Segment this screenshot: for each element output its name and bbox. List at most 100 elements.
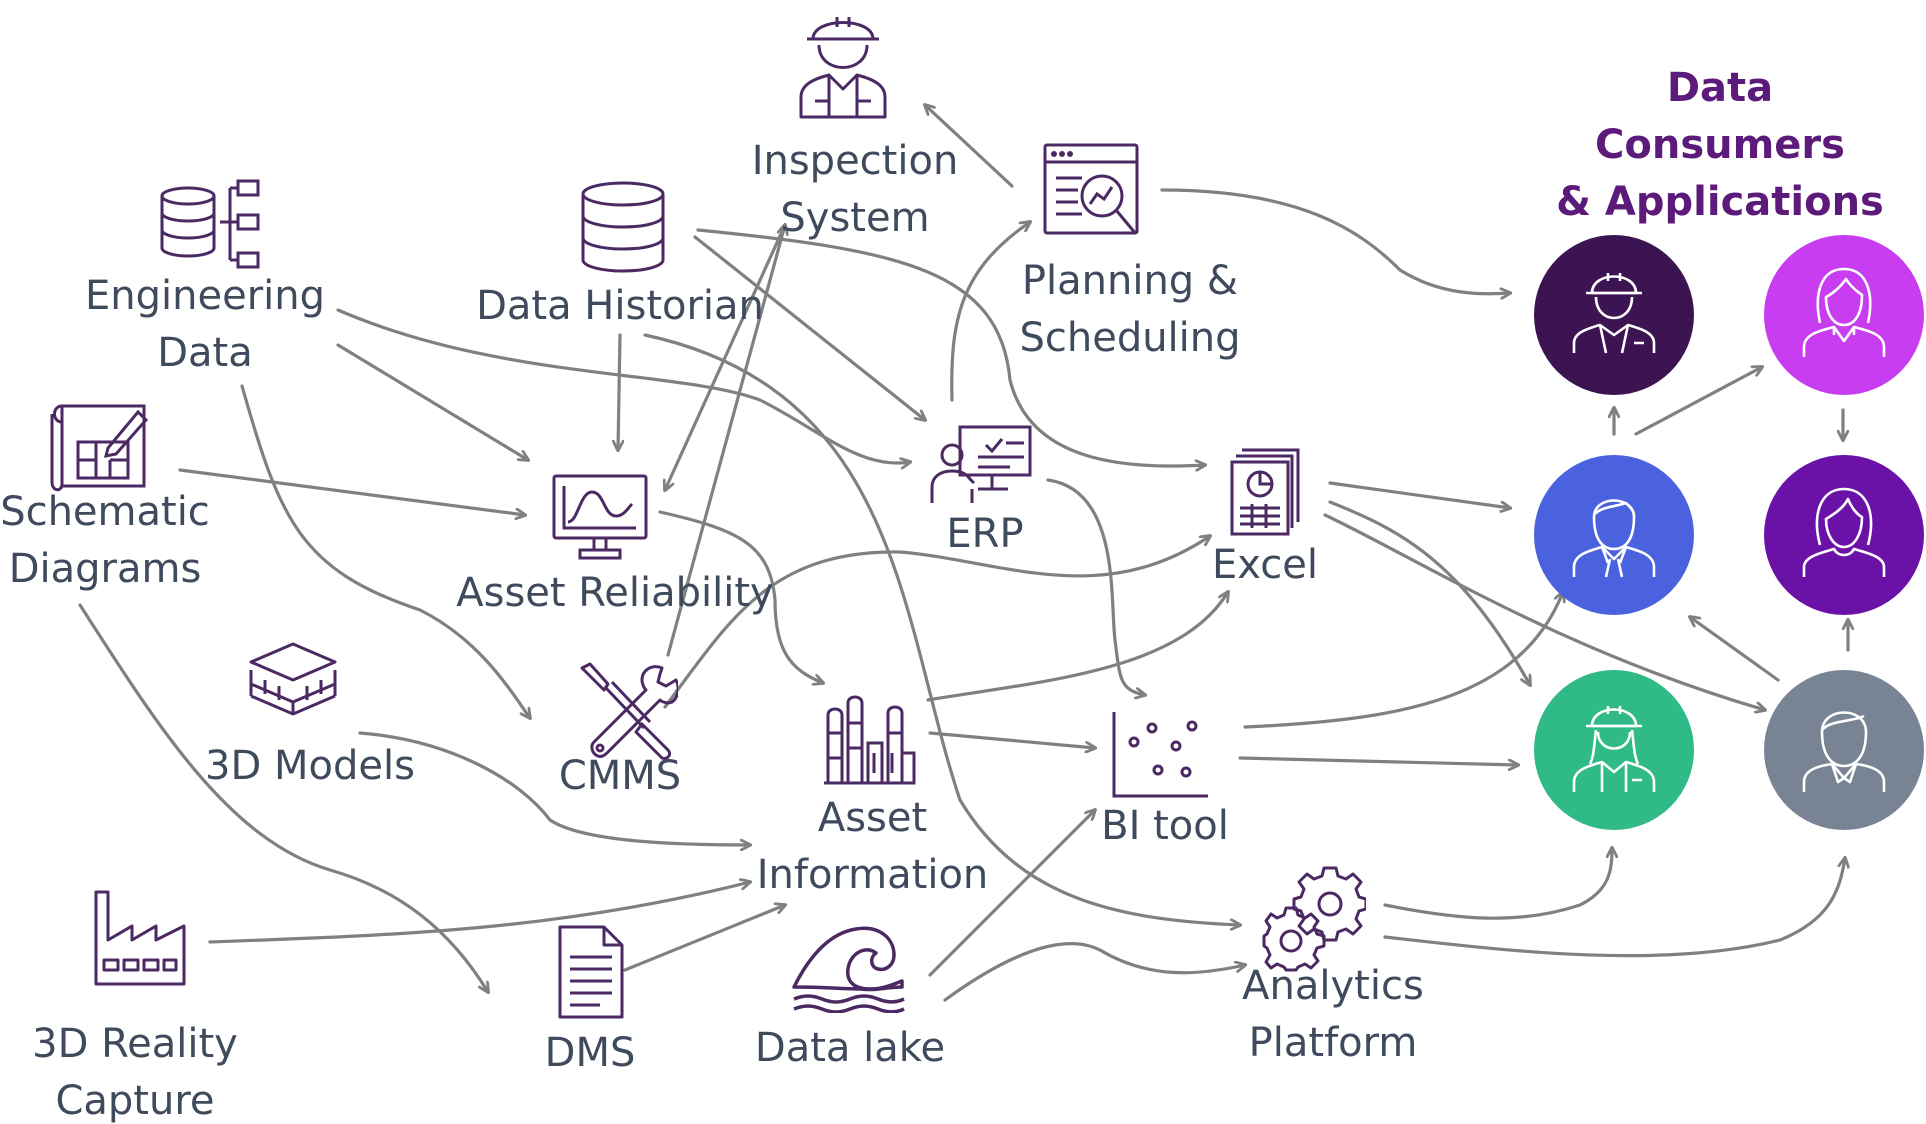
consumer-man-gray-circle [1764, 670, 1924, 830]
asset-information-line-1: Asset [817, 795, 928, 841]
arrow-historian-to-analytics [643, 333, 1240, 925]
arrow-excel-to-gray [1323, 513, 1765, 710]
data-historian-label: Data Historian [470, 278, 770, 335]
arrow-asset-info-to-bi [928, 731, 1095, 748]
analytics-platform-label: Analytics Platform [1218, 958, 1448, 1072]
document-icon [558, 925, 624, 1019]
planning-scheduling-line-2: Scheduling [1019, 315, 1241, 361]
asset-reliability-line-1: Asset Reliability [456, 570, 774, 616]
arrow-gray-to-blue [1690, 617, 1780, 682]
man-avatar-icon [1802, 711, 1886, 792]
3d-models-label: 3D Models [190, 738, 430, 795]
erp-line-1: ERP [946, 511, 1024, 557]
arrow-blue-to-magenta [1634, 367, 1762, 436]
reality-capture-label: 3D Reality Capture [15, 1016, 255, 1124]
asset-reliability-label: Asset Reliability [455, 565, 775, 622]
wave-icon [792, 926, 905, 1013]
asset-information-label: Asset Information [750, 790, 995, 904]
arrow-engineering-to-asset-reliability [336, 343, 528, 460]
arrow-erp-to-planning [950, 222, 1030, 402]
arrow-historian-to-asset-reliability [618, 333, 620, 450]
arrow-planning-to-consumer [1160, 188, 1510, 294]
blueprint-icon [50, 404, 149, 492]
arrow-engineering-to-erp [336, 308, 910, 463]
woman-avatar-icon [1802, 487, 1886, 577]
gears-icon [1262, 866, 1366, 972]
user-presentation-icon [930, 425, 1032, 503]
arrow-cmms-to-inspection [666, 225, 785, 657]
3d-models-line-1: 3D Models [205, 743, 415, 789]
bi-tool-label: BI tool [1090, 798, 1240, 855]
inspection-system-label: Inspection System [730, 133, 980, 247]
consumers-title-line-2: & Applications [1556, 179, 1884, 225]
consumer-woman-purple-circle [1764, 455, 1924, 615]
reality-capture-line-1: 3D Reality [32, 1021, 238, 1067]
man-avatar-icon [1572, 499, 1656, 578]
arrow-excel-to-green [1328, 500, 1530, 685]
factory-icon [94, 890, 186, 986]
arrow-bi-to-blue [1243, 592, 1563, 729]
engineering-data-line-2: Data [157, 330, 253, 376]
bi-tool-line-1: BI tool [1101, 803, 1229, 849]
engineering-data-label: Engineering Data [60, 268, 350, 382]
dms-label: DMS [525, 1025, 655, 1082]
database-hierarchy-icon [160, 179, 260, 269]
erp-label: ERP [920, 506, 1050, 563]
arrow-analytics-to-gray [1383, 858, 1845, 958]
arrow-schematic-to-dms [78, 603, 488, 992]
asset-information-line-2: Information [756, 852, 989, 898]
arrow-historian-to-erp [693, 235, 925, 420]
schematic-diagrams-line-2: Diagrams [8, 546, 202, 592]
worker-helmet-avatar-icon [1572, 273, 1656, 354]
arrow-asset-reliability-to-asset-info [658, 510, 823, 683]
report-magnifier-icon [1043, 143, 1139, 235]
analytics-platform-line-1: Analytics [1242, 963, 1424, 1009]
scatter-plot-icon [1112, 712, 1208, 798]
schematic-diagrams-label: Schematic Diagrams [0, 484, 210, 598]
schematic-diagrams-line-1: Schematic [0, 489, 210, 535]
analytics-platform-line-2: Platform [1248, 1020, 1418, 1066]
arrow-asset-info-to-excel [926, 592, 1228, 702]
monitor-chart-icon [552, 474, 648, 560]
arrow-analytics-to-green [1383, 848, 1612, 920]
cmms-label: CMMS [545, 748, 695, 805]
consumer-female-worker-circle [1534, 670, 1694, 830]
arrow-3dmodels-to-asset-info [358, 731, 750, 845]
arrow-reality-to-asset-info [208, 882, 750, 944]
arrow-dms-to-asset-info [623, 905, 785, 972]
consumers-title-line-1: Data Consumers [1595, 65, 1845, 168]
engineering-data-line-1: Engineering [85, 273, 325, 319]
consumer-man-blue-circle [1534, 455, 1694, 615]
woman-avatar-icon [1802, 267, 1886, 357]
consumers-title: Data Consumers & Applications [1540, 60, 1900, 231]
cmms-line-1: CMMS [558, 753, 682, 799]
wrench-screwdriver-icon [580, 662, 678, 760]
female-worker-avatar-icon [1572, 706, 1656, 792]
layers-icon [249, 642, 337, 716]
arrow-schematic-to-asset-reliability [178, 468, 525, 515]
inspection-system-line-2: System [780, 195, 930, 241]
arrow-engineering-to-cmms [240, 384, 530, 718]
plant-icon [824, 695, 916, 785]
worker-helmet-icon [799, 17, 887, 119]
data-lake-label: Data lake [745, 1020, 955, 1077]
planning-scheduling-line-1: Planning & [1021, 258, 1239, 304]
reality-capture-line-2: Capture [55, 1078, 215, 1124]
spreadsheet-report-icon [1230, 448, 1300, 536]
arrow-inspection-to-asset-reliability [665, 223, 787, 490]
excel-label: Excel [1195, 537, 1335, 594]
arrow-historian-to-excel [696, 228, 1205, 466]
excel-line-1: Excel [1212, 542, 1318, 588]
data-lake-line-1: Data lake [754, 1025, 946, 1071]
arrow-planning-to-inspection [925, 105, 1014, 188]
arrow-excel-to-blue [1328, 481, 1510, 508]
inspection-system-line-1: Inspection [751, 138, 959, 184]
data-historian-line-1: Data Historian [476, 283, 764, 329]
database-icon [581, 181, 665, 273]
consumer-worker-circle [1534, 235, 1694, 395]
dms-line-1: DMS [544, 1030, 636, 1076]
arrow-bi-to-green [1238, 756, 1518, 765]
arrow-datalake-to-bi [928, 810, 1095, 977]
